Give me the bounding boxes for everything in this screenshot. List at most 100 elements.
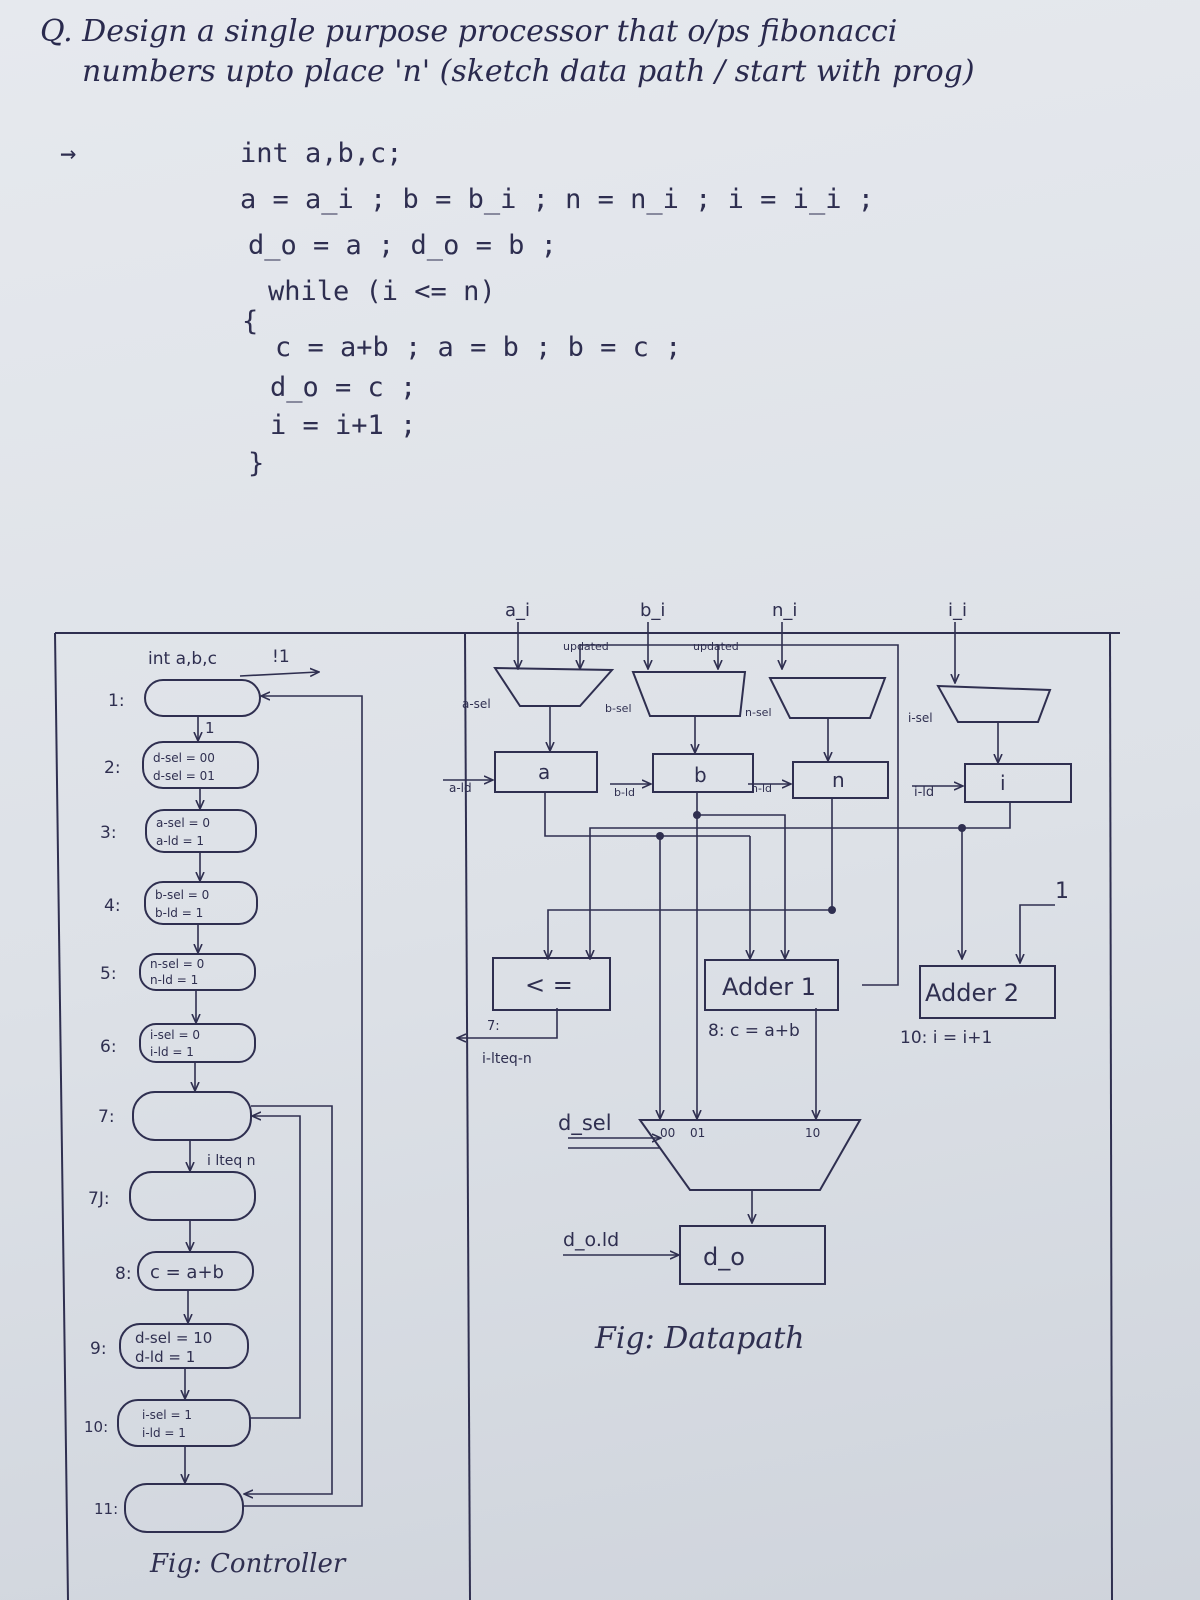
state-3	[145, 809, 257, 853]
controller-header: int a,b,c	[148, 649, 217, 669]
state-3-line-1: a-sel = 0	[156, 816, 210, 830]
exit-arrow	[239, 672, 318, 676]
state-11-num: 11:	[94, 1500, 118, 1518]
mux-d-00: 00	[660, 1126, 675, 1140]
state-2-line-1: d-sel = 00	[153, 751, 215, 765]
cond-label: i lteq n	[207, 1153, 256, 1169]
datapath: a_i b_i n_i i_i updated updated a-sel b-…	[443, 600, 1072, 1356]
mux-i	[936, 684, 1052, 723]
code-arrow: →	[60, 138, 77, 169]
state-8-num: 8:	[115, 1264, 132, 1284]
frame-left	[54, 632, 69, 1600]
state-9	[119, 1323, 249, 1369]
junction-b	[693, 811, 701, 819]
code-line-9: }	[248, 448, 265, 479]
adder-1-label: Adder 1	[722, 973, 816, 1001]
reg-a-label: a	[538, 760, 550, 784]
state-1-num: 1:	[108, 691, 125, 711]
sel-n: n-sel	[745, 706, 772, 719]
reg-a	[494, 751, 598, 793]
code-line-5: {	[242, 306, 259, 337]
state-4	[144, 881, 258, 925]
state-7j-num: 7J:	[88, 1189, 110, 1209]
adder-1	[704, 959, 839, 1011]
input-n-i: n_i	[772, 600, 797, 621]
datapath-caption: Fig: Datapath	[594, 1321, 805, 1356]
state-5-line-2: n-ld = 1	[150, 973, 198, 987]
state-6-line-2: i-ld = 1	[150, 1045, 194, 1059]
controller-transitions	[185, 696, 363, 1507]
mux-d-01: 01	[690, 1126, 705, 1140]
state-3-line-2: a-ld = 1	[156, 834, 204, 848]
state-8	[137, 1251, 254, 1291]
code-line-4: while (i <= n)	[268, 276, 496, 307]
state-6	[139, 1023, 256, 1063]
state-4-num: 4:	[104, 896, 121, 916]
comparator	[492, 957, 611, 1011]
mux-d	[638, 1119, 862, 1191]
code-line-7: d_o = c ;	[270, 372, 417, 403]
reg-i-label: i	[1000, 771, 1006, 795]
true-label: 1	[205, 719, 215, 737]
comp-out-label: i-lteq-n	[482, 1051, 532, 1067]
ld-b: b-ld	[614, 786, 635, 799]
state-5	[139, 953, 256, 991]
state-5-num: 5:	[100, 964, 117, 984]
code-line-1: int a,b,c;	[240, 138, 403, 169]
state-10-line-1: i-sel = 1	[142, 1408, 192, 1422]
junction-n	[828, 906, 836, 914]
adder-2-note: 10: i = i+1	[900, 1028, 992, 1048]
state-9-num: 9:	[90, 1339, 107, 1359]
state-3-num: 3:	[100, 823, 117, 843]
datapath-wires	[458, 644, 1055, 1255]
question-line-1: Q. Design a single purpose processor tha…	[40, 14, 898, 49]
code-line-8: i = i+1 ;	[270, 410, 417, 441]
adder-1-note: 8: c = a+b	[708, 1021, 800, 1041]
ld-a: a-ld	[449, 781, 472, 795]
adder-2-label: Adder 2	[925, 979, 1019, 1007]
state-2-line-2: d-sel = 01	[153, 769, 215, 783]
exit-label: !1	[272, 647, 290, 667]
code-line-6: c = a+b ; a = b ; b = c ;	[275, 332, 682, 363]
mux-a	[493, 666, 615, 707]
mux-d-10: 10	[805, 1126, 820, 1140]
state-11	[124, 1483, 244, 1533]
input-i-i: i_i	[948, 600, 967, 621]
state-7-num: 7:	[98, 1107, 115, 1127]
state-4-line-1: b-sel = 0	[155, 888, 209, 902]
question-line-2: numbers upto place 'n' (sketch data path…	[82, 54, 975, 89]
sel-i: i-sel	[908, 711, 933, 725]
mux-to-reg-arrows	[443, 706, 998, 786]
comparator-label: < =	[525, 971, 573, 999]
state-1	[144, 679, 261, 717]
mux-n	[768, 677, 887, 719]
sel-b: b-sel	[605, 702, 632, 715]
state-5-line-1: n-sel = 0	[150, 957, 204, 971]
reg-i	[964, 763, 1072, 803]
frame-divider	[464, 632, 471, 1600]
state-7j	[129, 1171, 256, 1221]
frame-right	[1109, 632, 1113, 1600]
reg-b	[652, 753, 754, 793]
controller-fsm: int a,b,c !1 1: 1 2: d-sel = 00 d-sel = …	[84, 647, 363, 1579]
state-6-num: 6:	[100, 1037, 117, 1057]
updated-a: updated	[563, 640, 609, 653]
reg-n-label: n	[832, 768, 845, 792]
state-10-num: 10:	[84, 1418, 108, 1436]
state-6-line-1: i-sel = 0	[150, 1028, 200, 1042]
input-a-i: a_i	[505, 600, 530, 621]
input-b-i: b_i	[640, 600, 665, 621]
junction-i	[958, 824, 966, 832]
d-o-ld-label: d_o.ld	[563, 1229, 619, 1251]
ld-i: i-ld	[914, 785, 934, 800]
state-10-line-2: i-ld = 1	[142, 1426, 186, 1440]
state-4-line-2: b-ld = 1	[155, 906, 203, 920]
reg-n	[792, 761, 889, 799]
code-line-2: a = a_i ; b = b_i ; n = n_i ; i = i_i ;	[240, 184, 874, 215]
dsel-label: d_sel	[558, 1111, 612, 1136]
reg-d-o	[679, 1225, 826, 1285]
state-9-line-1: d-sel = 10	[135, 1329, 212, 1347]
ld-n: n-ld	[751, 782, 772, 795]
sel-a: a-sel	[462, 697, 491, 711]
